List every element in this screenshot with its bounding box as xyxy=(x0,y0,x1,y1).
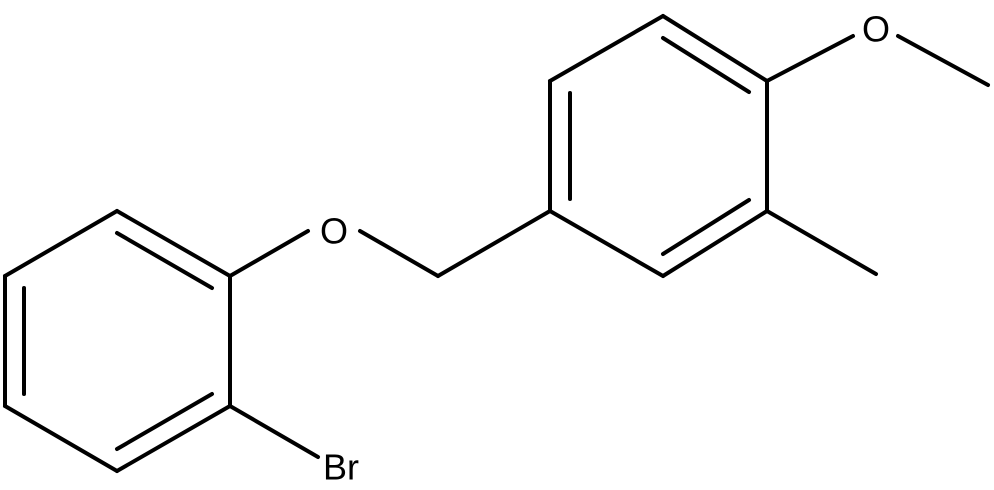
bromophenyl-ring xyxy=(3,209,232,473)
bond xyxy=(115,209,232,278)
double-bond-inner xyxy=(115,231,214,290)
double-bond-inner xyxy=(661,198,751,256)
bond xyxy=(896,34,990,87)
methoxy-group xyxy=(765,34,990,87)
bond xyxy=(228,229,310,278)
bond xyxy=(548,14,665,83)
methoxy-methylphenyl-ring xyxy=(548,14,769,278)
double-bond-inner xyxy=(115,392,214,451)
ether-oxygen-label: O xyxy=(320,211,348,252)
bond xyxy=(3,404,119,473)
bond xyxy=(358,229,440,278)
methyl-bond xyxy=(765,209,878,276)
bond xyxy=(661,14,769,83)
bond xyxy=(548,209,665,278)
bond xyxy=(765,34,855,83)
bromine-label: Br xyxy=(323,447,359,488)
bond xyxy=(661,209,769,278)
bond xyxy=(115,404,232,473)
bromine-bond xyxy=(228,404,320,459)
double-bond-inner xyxy=(661,36,751,94)
bond xyxy=(3,209,119,278)
methoxy-oxygen-label: O xyxy=(862,9,890,50)
ether-linkage xyxy=(228,209,552,278)
bond xyxy=(436,209,552,278)
